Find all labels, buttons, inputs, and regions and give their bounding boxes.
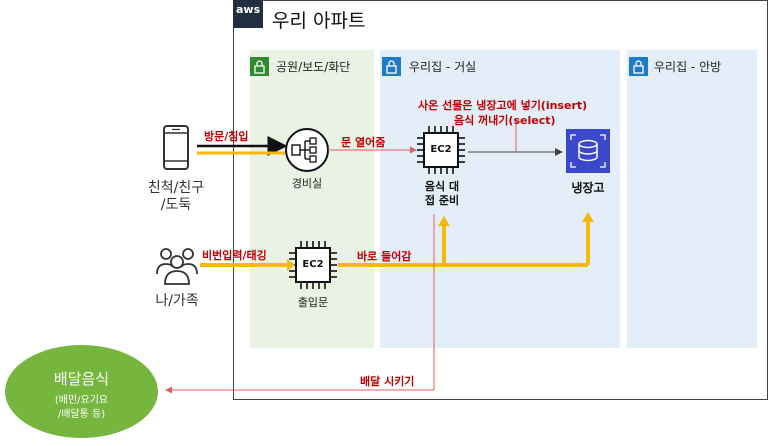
frame-title: 우리 아파트	[272, 10, 366, 32]
zone-label-living: 우리집 - 거실	[409, 60, 477, 74]
actor-friends-label: 친척/친구 /도둑	[130, 180, 222, 214]
actor-friends-line1: 친척/친구	[147, 180, 205, 196]
phone-icon	[163, 125, 189, 170]
delivery-subtitle-1: (배민/요기요	[54, 395, 109, 406]
actor-friends-line2: /도둑	[160, 197, 192, 213]
food-prep-label: 음식 대 접 준비	[404, 180, 480, 208]
edge-select-label: 음식 꺼내기(select)	[454, 114, 556, 127]
zone-park	[250, 50, 374, 348]
entrance-label: 출입문	[297, 296, 329, 309]
fridge-database-icon	[566, 129, 610, 173]
apartment-frame	[233, 0, 768, 400]
delivery-food-node	[5, 345, 158, 438]
edge-order-label: 배달 시키기	[360, 375, 415, 388]
zone-label-bedroom: 우리집 - 안방	[654, 60, 722, 74]
edge-insert-label: 사온 선물은 냉장고에 넣기(insert)	[418, 99, 588, 112]
ec2-chip-icon	[289, 241, 337, 289]
zone-label-park: 공원/보도/화단	[276, 60, 351, 74]
ec2-chip-icon	[417, 126, 465, 174]
food-prep-line2: 접 준비	[424, 194, 460, 207]
lock-icon	[250, 57, 269, 76]
ec2-label: EC2	[430, 144, 452, 155]
lock-icon	[629, 57, 648, 76]
delivery-title: 배달음식	[53, 370, 110, 388]
zone-bedroom	[627, 50, 757, 348]
food-prep-line1: 음식 대	[424, 180, 460, 193]
actor-family-label: 나/가족	[155, 293, 199, 309]
users-icon	[156, 248, 198, 285]
ec2-label: EC2	[302, 259, 324, 270]
zone-living-room	[380, 50, 620, 348]
edge-open-door-label: 문 열어줌	[341, 136, 386, 149]
edge-straight-in-label: 바로 들어감	[357, 250, 412, 263]
edge-pin-label: 비번입력/태깅	[202, 249, 267, 262]
guard-network-icon	[285, 128, 329, 172]
delivery-subtitle-2: /배달통 등)	[57, 409, 106, 420]
lock-icon	[382, 57, 401, 76]
aws-logo-text: aws	[236, 3, 261, 16]
guard-label: 경비실	[291, 177, 323, 190]
fridge-label: 냉장고	[571, 181, 605, 195]
aws-logo-icon	[233, 0, 263, 28]
edge-visit-label: 방문/침입	[204, 130, 249, 143]
